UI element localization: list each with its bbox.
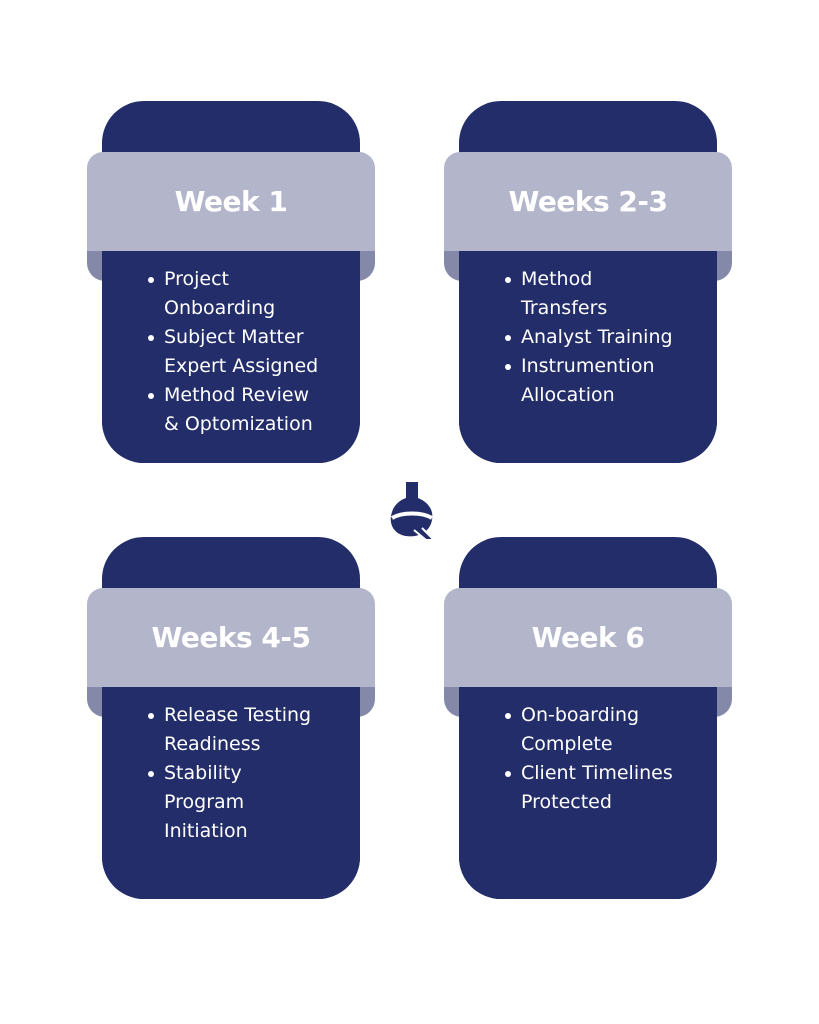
task-text: Instrumention <box>521 355 655 377</box>
card-header-ribbon: Week 6 <box>444 588 732 687</box>
task-text: Release Testing <box>164 704 312 726</box>
card-header-ribbon: Weeks 4-5 <box>87 588 375 687</box>
card-header-ribbon: Week 1 <box>87 152 375 251</box>
task-text: & Optomization <box>164 413 313 435</box>
task-text: Project <box>164 268 230 290</box>
task-text: Subject Matter <box>164 326 304 348</box>
task-text: Onboarding <box>164 297 276 319</box>
task-text: Client Timelines <box>521 762 673 784</box>
task-text: Complete <box>521 733 613 755</box>
task-text: Analyst Training <box>521 326 673 348</box>
task-text: Method Review <box>164 384 310 406</box>
card-title: Week 1 <box>174 185 288 218</box>
task-text: Expert Assigned <box>164 355 319 377</box>
task-text: Method <box>521 268 593 290</box>
task-text: Program <box>164 791 245 813</box>
card-header-ribbon: Weeks 2-3 <box>444 152 732 251</box>
task-text: Stability <box>164 762 242 784</box>
flask-logo-icon <box>390 482 437 541</box>
card-title: Weeks 4-5 <box>151 621 312 654</box>
task-text: On-boarding <box>521 704 640 726</box>
task-text: Protected <box>521 791 612 813</box>
card-content <box>102 687 360 899</box>
card-content <box>459 687 717 899</box>
task-text: Transfers <box>521 297 608 319</box>
card-content <box>102 251 360 463</box>
task-text: Readiness <box>164 733 261 755</box>
task-item: Analyst Training <box>505 323 705 352</box>
task-text: Initiation <box>164 820 248 842</box>
task-item: Method Review & Optomization <box>148 381 348 439</box>
card-title: Week 6 <box>531 621 645 654</box>
card-title: Weeks 2-3 <box>508 185 669 218</box>
task-text: Allocation <box>521 384 615 406</box>
card-content <box>459 251 717 463</box>
